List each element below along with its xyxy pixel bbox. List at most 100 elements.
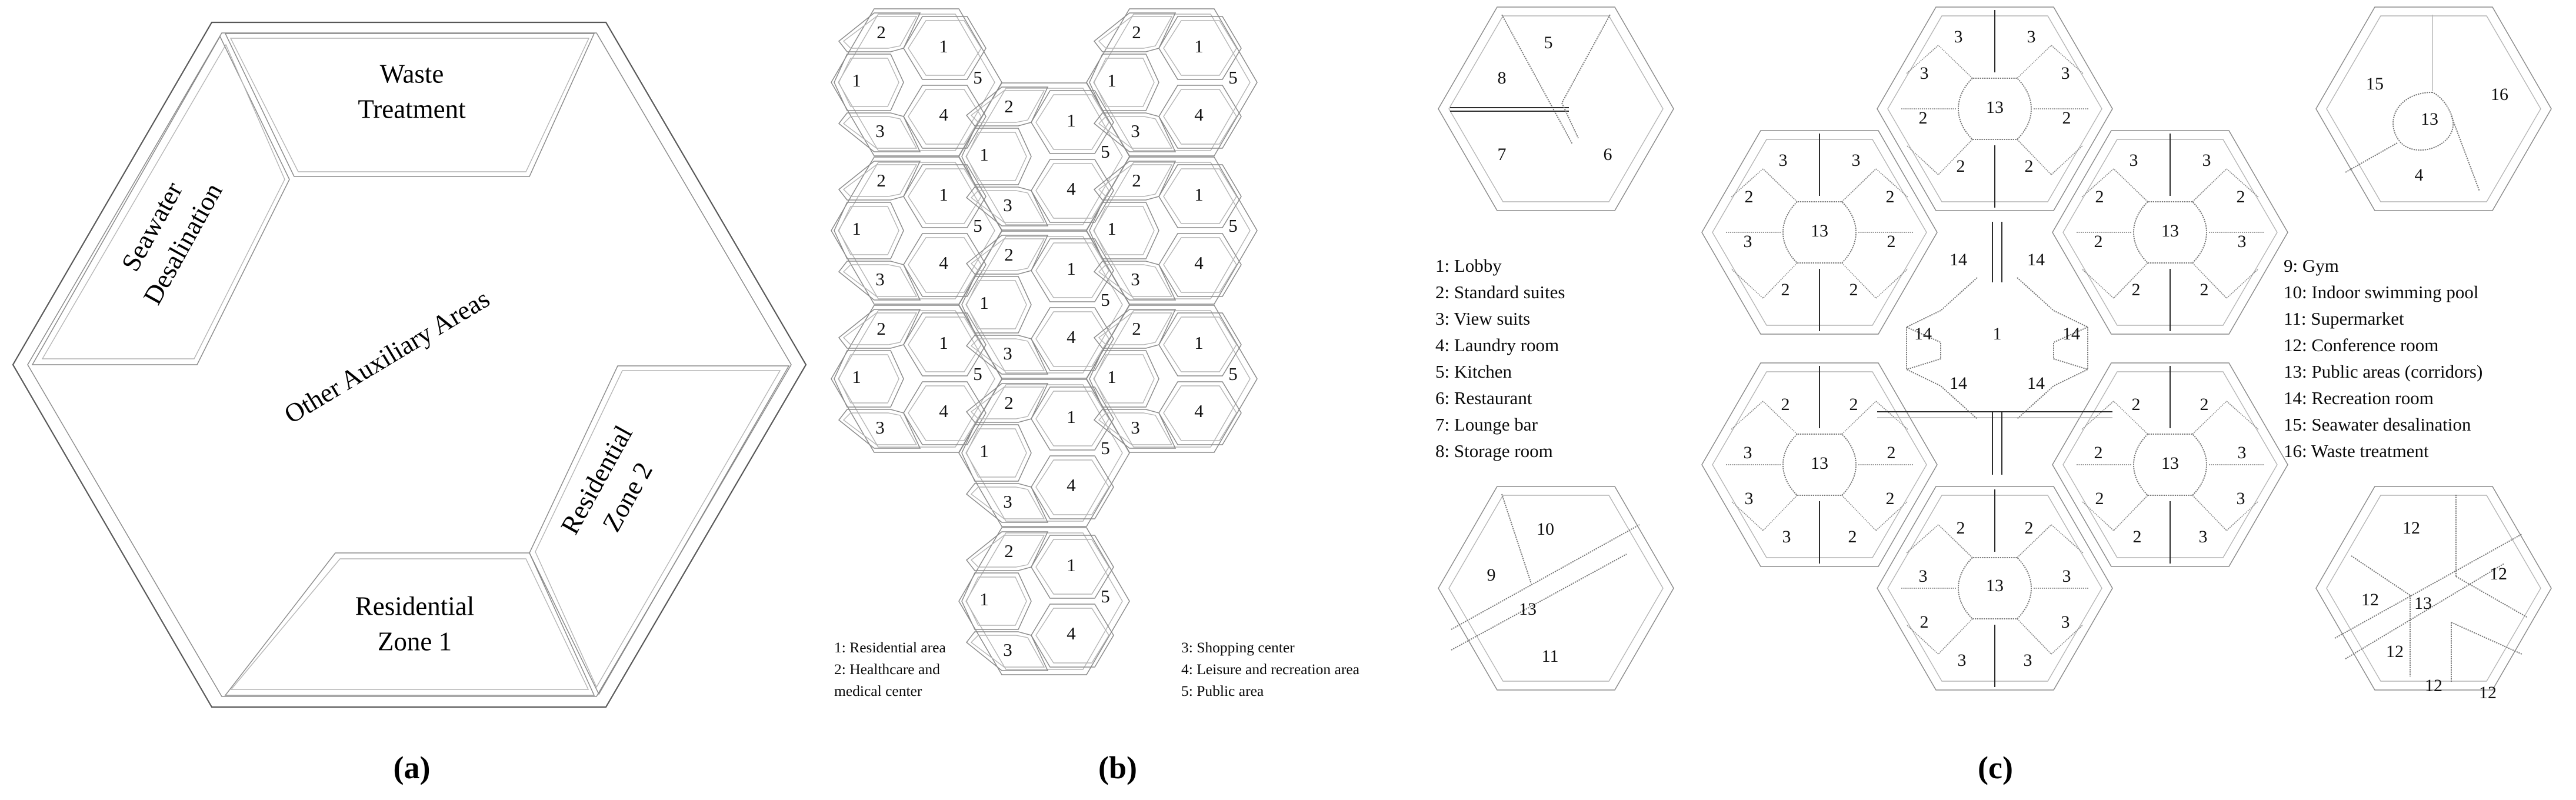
legend-c-left-line-3: 3: View suits	[1435, 308, 1530, 329]
room-label-6: 6	[1604, 145, 1612, 164]
room-label-14e: 14	[1950, 374, 1967, 393]
legend-c-right-line-1: 9: Gym	[2284, 255, 2339, 276]
room-label-2c: 2	[1887, 232, 1896, 251]
room-label-2d: 2	[2095, 489, 2104, 508]
room-label-12a: 12	[2402, 518, 2420, 538]
room-label-12d: 12	[2386, 642, 2404, 661]
room-label-3b: 3	[1852, 151, 1861, 170]
panel-b-caption: (b)	[1098, 750, 1137, 785]
hex-bottom-left-service: 10 9 13 11	[1438, 486, 1674, 691]
room-label-2: 2	[1004, 96, 1014, 116]
room-label-5: 5	[1101, 586, 1110, 606]
room-label-3: 3	[875, 417, 885, 438]
legend-b-left-line-1: 1: Residential area	[834, 639, 946, 656]
room-label-2c: 2	[1887, 443, 1896, 462]
room-label-4: 4	[1194, 252, 1204, 273]
room-label-2b: 2	[1849, 395, 1858, 414]
room-label-13: 13	[2161, 454, 2179, 473]
room-label-4: 4	[1067, 623, 1076, 644]
legend-c-right-line-5: 13: Public areas (corridors)	[2284, 361, 2482, 382]
room-label-2d: 2	[2025, 156, 2034, 176]
legend-b-right-line-3: 5: Public area	[1181, 682, 1264, 699]
room-label-3: 3	[1131, 417, 1140, 438]
room-label-3: 3	[875, 269, 885, 289]
legend-b-left-line-2: 2: Healthcare and	[834, 661, 940, 678]
panel-b-neighborhood-cluster: 2 1 1 5 3 4 2 1 1 5 3 4 2 1 1 5	[824, 0, 1412, 800]
room-label-2c: 2	[2094, 232, 2103, 251]
room-label-3: 3	[1131, 121, 1140, 141]
hex-module-left-1: 2 1 1 5 3 4	[831, 8, 1002, 156]
room-label-1: 1	[939, 184, 948, 205]
room-label-2d: 2	[2132, 280, 2141, 299]
zone-label-residential-2: Residential Zone 2	[555, 421, 658, 539]
room-label-2: 2	[1132, 22, 1141, 42]
room-label-2: 2	[1132, 170, 1141, 191]
legend-b-right-line-1: 3: Shopping center	[1181, 639, 1295, 656]
room-label-1: 1	[1194, 36, 1204, 56]
panel-a-caption: (a)	[393, 750, 431, 785]
room-label-4: 4	[939, 401, 948, 421]
room-label-3c: 3	[1744, 232, 1752, 251]
room-label-2b: 2	[2025, 518, 2034, 538]
room-label-3a: 3	[2238, 443, 2247, 462]
room-label-13: 13	[1519, 599, 1537, 619]
waste-treatment-line1: Waste	[380, 59, 444, 88]
hex-module-right-3: 2 1 1 5 3 4	[1086, 305, 1258, 453]
room-label-1: 1	[1067, 258, 1076, 279]
room-label-2a: 2	[1919, 108, 1928, 128]
room-label-14d: 14	[2062, 324, 2080, 344]
room-label-2: 2	[877, 22, 886, 42]
room-label-3: 3	[875, 121, 885, 141]
room-label-3a: 3	[1779, 151, 1788, 170]
legend-c-right-line-2: 10: Indoor swimming pool	[2284, 282, 2479, 302]
room-label-1b: 1	[979, 589, 989, 609]
room-label-5: 5	[973, 215, 982, 236]
room-label-3b: 3	[2202, 151, 2211, 170]
room-label-3: 3	[1003, 639, 1012, 660]
room-label-13: 13	[2161, 221, 2179, 241]
room-label-2d: 2	[1886, 489, 1895, 508]
hex-module-right-1: 2 1 1 5 3 4	[1086, 8, 1258, 156]
room-label-2a: 2	[2132, 395, 2141, 414]
room-label-2: 2	[877, 170, 886, 191]
room-label-1b: 1	[1107, 70, 1117, 91]
room-label-2e: 2	[2133, 527, 2142, 546]
room-label-2b: 2	[2237, 187, 2245, 206]
zone-label-residential-1: Residential Zone 1	[355, 591, 474, 656]
room-label-5: 5	[973, 364, 982, 384]
other-auxiliary-line1: Other Auxiliary Areas	[279, 284, 494, 429]
room-label-12f: 12	[2479, 683, 2497, 702]
room-label-7: 7	[1498, 145, 1507, 164]
zone-seawater-desalination	[31, 35, 290, 365]
room-label-4: 4	[1194, 104, 1204, 125]
legend-c-left-line-1: 1: Lobby	[1435, 255, 1502, 276]
legend-c-left-line-7: 7: Lounge bar	[1435, 414, 1538, 435]
room-label-3: 3	[1003, 343, 1012, 364]
legend-c-left-line-5: 5: Kitchen	[1435, 361, 1512, 382]
legend-c-left-line-8: 8: Storage room	[1435, 441, 1553, 461]
panel-c-legend-left: 1: Lobby 2: Standard suites 3: View suit…	[1435, 255, 1565, 461]
legend-c-left-line-6: 6: Restaurant	[1435, 388, 1532, 408]
room-label-2e: 2	[2200, 280, 2209, 299]
zone-residential-1	[224, 552, 595, 696]
panel-c-svg: 5 8 7 6 15 13 16 4	[1435, 6, 2552, 702]
panel-b-legend-left: 1: Residential area 2: Healthcare and me…	[834, 639, 946, 699]
panel-b-legend-right: 3: Shopping center 4: Leisure and recrea…	[1181, 639, 1359, 699]
room-label-5: 5	[1228, 364, 1238, 384]
room-label-2e: 2	[1849, 280, 1858, 299]
room-label-10: 10	[1537, 519, 1554, 539]
room-label-3f: 3	[2024, 651, 2032, 670]
room-label-3a: 3	[1919, 566, 1928, 586]
room-label-2c: 2	[1957, 156, 1965, 176]
room-label-1b: 1	[852, 70, 861, 91]
room-label-2: 2	[1004, 244, 1014, 265]
legend-c-right-line-8: 16: Waste treatment	[2284, 441, 2429, 461]
legend-c-right-line-6: 14: Recreation room	[2284, 388, 2434, 408]
room-label-14b: 14	[2027, 250, 2045, 269]
room-label-1b: 1	[979, 441, 989, 461]
hex-module-mid-3: 2 1 1 5 3 4	[958, 379, 1130, 527]
room-label-3c: 3	[2238, 232, 2247, 251]
panel-c-legend-right: 9: Gym 10: Indoor swimming pool 11: Supe…	[2284, 255, 2482, 461]
hex-module-mid-4: 2 1 1 5 3 4	[958, 527, 1130, 675]
room-label-5: 5	[1101, 289, 1110, 310]
